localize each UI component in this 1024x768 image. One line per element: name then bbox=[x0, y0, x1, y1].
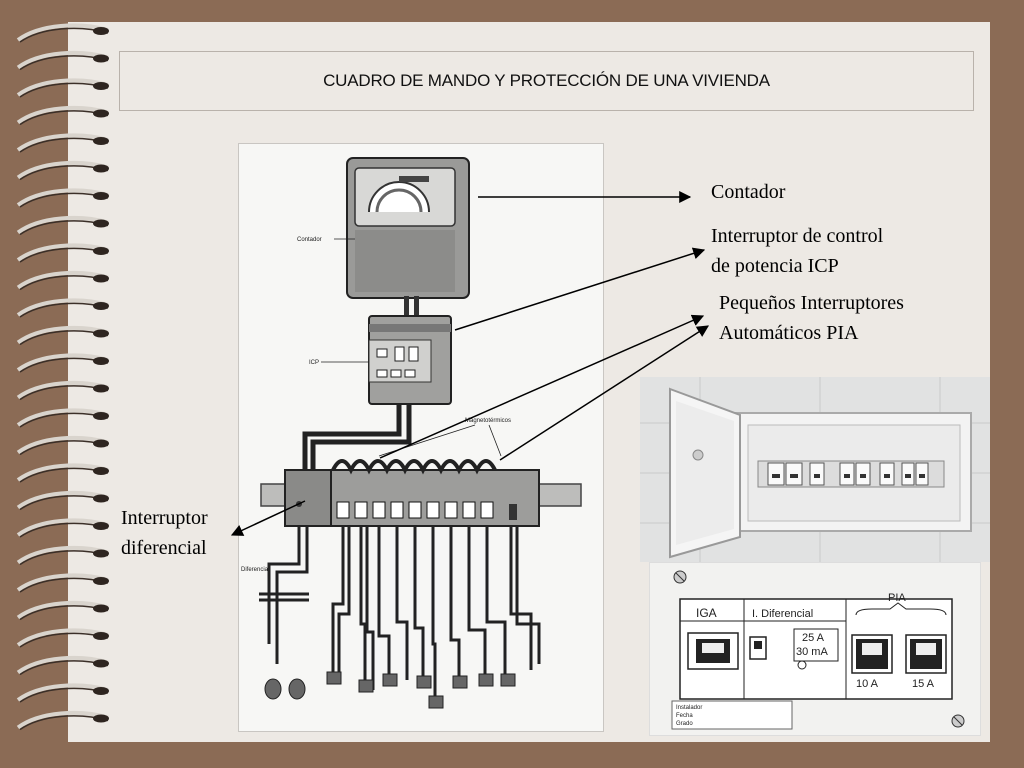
panel-photo bbox=[640, 377, 990, 562]
rating-sensitivity-label: 30 mA bbox=[796, 646, 828, 658]
panel-schematic: IGA I. Diferencial PIA 25 A 30 mA 10 A 1… bbox=[649, 562, 981, 736]
installation-drawing: Contador ICP Magnetotérmicos bbox=[241, 157, 582, 709]
breaker-rail-drawing bbox=[260, 459, 582, 527]
diferencial-diagram-label: Diferencial bbox=[241, 567, 269, 573]
panel-photo-drawing bbox=[640, 377, 990, 562]
slide-title: CUADRO DE MANDO Y PROTECCIÓN DE UNA VIVI… bbox=[119, 51, 974, 111]
callout-diferencial-line1: Interruptor bbox=[121, 507, 208, 529]
magnetotermicos-diagram-label: Magnetotérmicos bbox=[465, 418, 511, 424]
meter-diagram-label: Contador bbox=[297, 237, 322, 243]
spiral-binding bbox=[16, 23, 109, 731]
output-cables-drawing bbox=[259, 526, 541, 700]
terminal-blocks-drawing bbox=[264, 671, 516, 709]
pia-2-label: 15 A bbox=[912, 678, 935, 690]
installation-diagram: Contador ICP Magnetotérmicos bbox=[238, 143, 604, 732]
diferencial-schematic-label: I. Diferencial bbox=[752, 608, 813, 620]
icp-diagram-label: ICP bbox=[309, 360, 319, 366]
callout-pia-line2: Automáticos PIA bbox=[719, 322, 859, 344]
slide-title-text: CUADRO DE MANDO Y PROTECCIÓN DE UNA VIVI… bbox=[323, 71, 770, 90]
callout-icp-line1: Interruptor de control bbox=[711, 225, 884, 247]
icp-drawing bbox=[368, 315, 452, 405]
meter-drawing bbox=[346, 157, 470, 299]
rating-current-label: 25 A bbox=[802, 632, 825, 644]
panel-schematic-drawing: IGA I. Diferencial PIA 25 A 30 mA 10 A 1… bbox=[671, 570, 965, 730]
plate-installer-label: Instalador bbox=[676, 705, 702, 711]
callout-contador: Contador bbox=[711, 181, 786, 203]
callout-diferencial-line2: diferencial bbox=[121, 537, 207, 559]
pia-1-label: 10 A bbox=[856, 678, 879, 690]
pia-label: PIA bbox=[888, 592, 906, 604]
iga-label: IGA bbox=[696, 606, 717, 620]
plate-grade-label: Grado bbox=[676, 721, 693, 727]
callout-pia-line1: Pequeños Interruptores bbox=[719, 292, 904, 314]
plate-date-label: Fecha bbox=[676, 713, 693, 719]
callout-icp-line2: de potencia ICP bbox=[711, 255, 839, 277]
